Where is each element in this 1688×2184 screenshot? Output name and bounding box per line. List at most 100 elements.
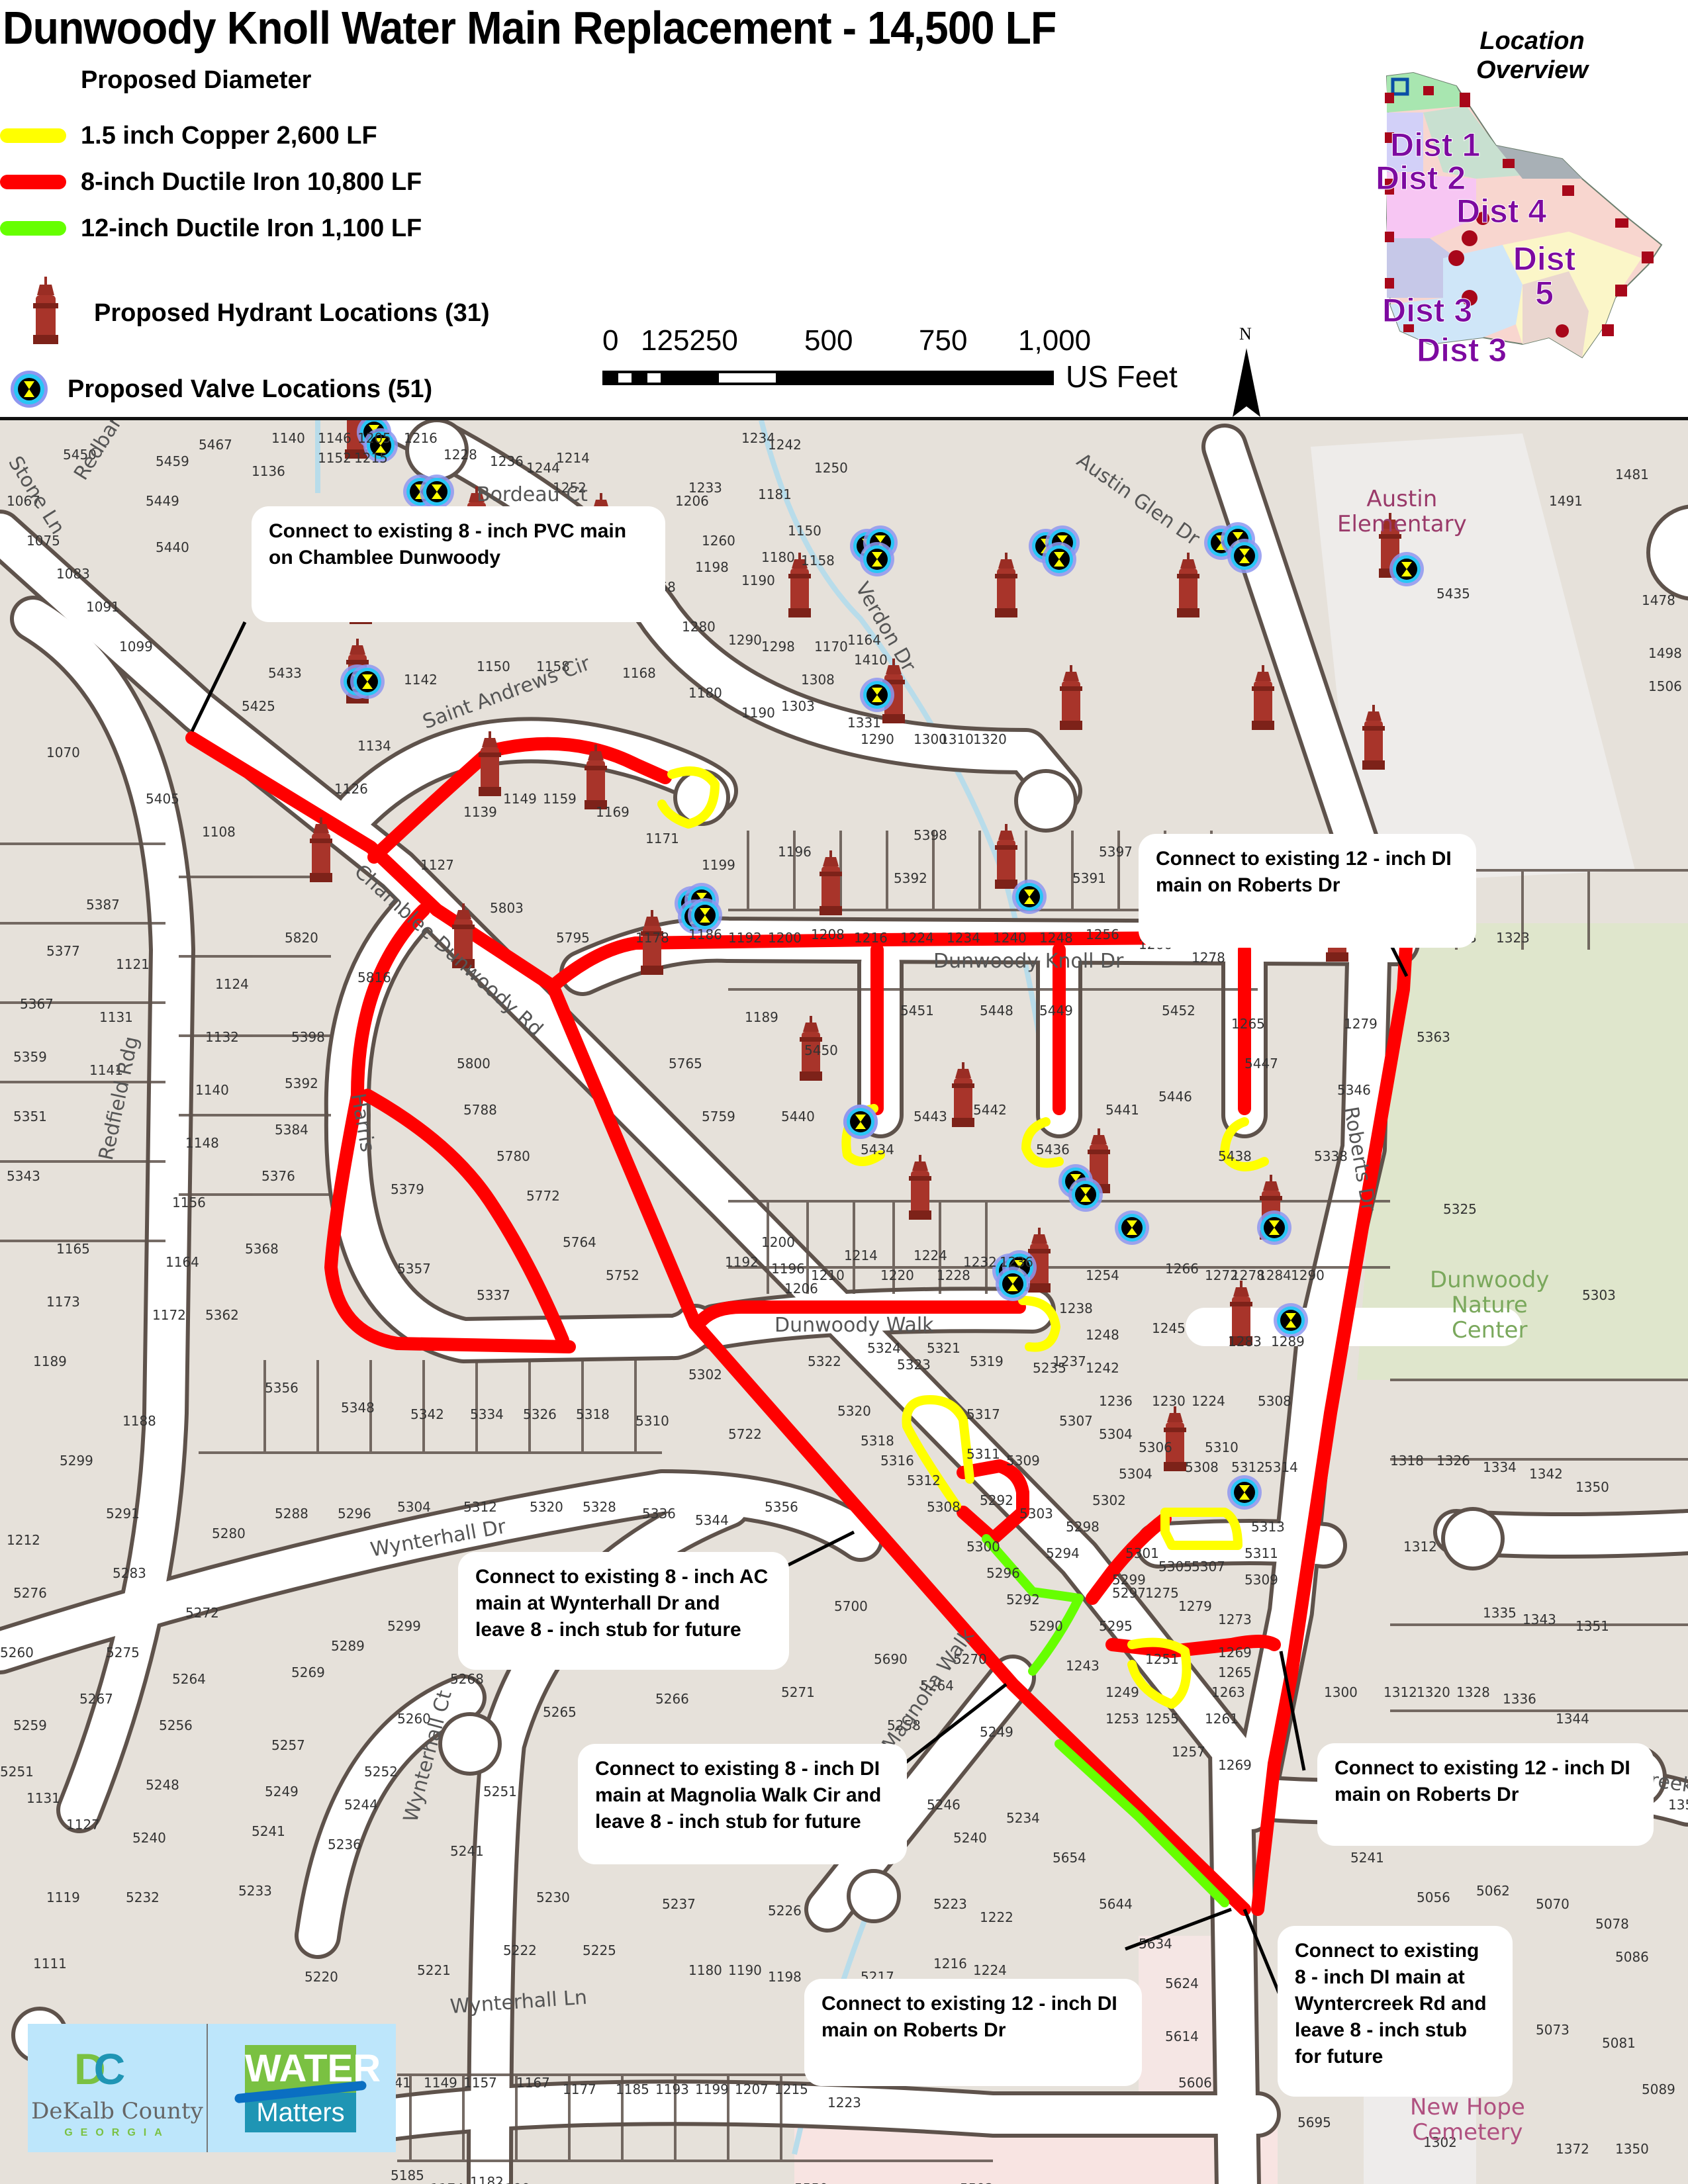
hydrant-icon[interactable] xyxy=(788,553,811,617)
valve-icon[interactable] xyxy=(996,1267,1030,1301)
callout-magnolia-walk-di: Connect to existing 8 - inch DI main at … xyxy=(578,1744,907,1864)
parcel-number: 1232 xyxy=(963,1254,997,1270)
parcel-number: 5312 xyxy=(907,1473,941,1488)
valve-icon[interactable] xyxy=(1068,1177,1103,1212)
parcel-number: 1275 xyxy=(1145,1585,1179,1601)
parcel-number: 5405 xyxy=(146,791,179,807)
parcel-number: 5235 xyxy=(1033,1360,1066,1376)
hydrant-icon[interactable] xyxy=(585,745,607,809)
map-title: Dunwoody Knoll Water Main Replacement - … xyxy=(3,2,1056,54)
hydrant-icon[interactable] xyxy=(452,903,475,968)
hydrant-icon[interactable] xyxy=(1362,705,1385,770)
callout-roberts-dr-east: Connect to existing 12 - inch DI main on… xyxy=(1317,1743,1654,1846)
parcel-number: 5276 xyxy=(13,1585,47,1601)
hydrant-icon[interactable] xyxy=(1060,665,1082,730)
parcel-number: 1234 xyxy=(741,430,775,446)
parcel-number: 1410 xyxy=(854,652,888,668)
valve-icon[interactable] xyxy=(1012,880,1047,914)
hydrant-icon[interactable] xyxy=(1028,1228,1051,1293)
scale-tick-500: 500 xyxy=(804,324,853,357)
hydrant-icon[interactable] xyxy=(1177,553,1199,617)
scale-tick-125-250: 125250 xyxy=(641,324,738,357)
hydrant-icon[interactable] xyxy=(1252,665,1274,730)
overview-district-1: Dist 1 xyxy=(1389,126,1481,164)
hydrant-icon[interactable] xyxy=(1164,1406,1186,1471)
parcel-number: 1284 xyxy=(1258,1267,1291,1283)
parcel-number: 1331 xyxy=(847,715,881,731)
parcel-number: 1149 xyxy=(424,2075,457,2091)
parcel-number: 5320 xyxy=(530,1499,563,1515)
valve-icon[interactable] xyxy=(843,1105,878,1139)
parcel-number: 5294 xyxy=(1046,1545,1080,1561)
parcel-number: 1156 xyxy=(172,1195,206,1210)
parcel-number: 5780 xyxy=(496,1148,530,1164)
overview-title-line2: Overview xyxy=(1476,56,1588,84)
hydrant-icon[interactable] xyxy=(995,553,1017,617)
valve-icon[interactable] xyxy=(420,475,454,509)
parcel-number: 5280 xyxy=(212,1525,246,1541)
valve-icon[interactable] xyxy=(350,664,385,699)
hydrant-icon[interactable] xyxy=(479,731,501,796)
parcel-number: 5290 xyxy=(1029,1618,1063,1634)
parcel-number: 1196 xyxy=(778,844,812,860)
parcel-number: 5264 xyxy=(172,1671,206,1687)
hydrant-icon[interactable] xyxy=(1230,1281,1252,1345)
parcel-number: 5459 xyxy=(156,453,189,469)
valve-icon[interactable] xyxy=(860,542,894,576)
hydrant-icon xyxy=(33,277,58,344)
legend-hydrant-label: Proposed Hydrant Locations (31) xyxy=(94,298,490,327)
parcel-number: 5310 xyxy=(1205,1439,1239,1455)
hydrant-icon[interactable] xyxy=(820,850,842,915)
scale-tick-1000: 1,000 xyxy=(1018,324,1092,357)
parcel-number: 1174 xyxy=(430,2181,464,2184)
valve-icon[interactable] xyxy=(363,428,398,463)
parcel-number: 1216 xyxy=(404,430,438,446)
parcel-number: 5377 xyxy=(46,943,80,959)
parcel-number: 1269 xyxy=(1218,1645,1252,1661)
valve-icon[interactable] xyxy=(1227,1475,1262,1510)
parcel-number: 5304 xyxy=(1099,1426,1133,1442)
parcel-number: 1251 xyxy=(1145,1651,1179,1667)
parcel-number: 5308 xyxy=(1258,1393,1291,1409)
parcel-number: 5722 xyxy=(728,1426,762,1442)
parcel-number: 1278 xyxy=(1231,1267,1265,1283)
valve-icon[interactable] xyxy=(1257,1210,1291,1245)
parcel-number: 5288 xyxy=(275,1506,308,1522)
hydrant-icon[interactable] xyxy=(909,1155,931,1220)
hydrant-icon[interactable] xyxy=(310,817,332,882)
parcel-number: 1224 xyxy=(973,1962,1007,1978)
parcel-number: 5690 xyxy=(874,1651,908,1667)
parcel-number: 5292 xyxy=(980,1492,1013,1508)
callout-wynterhall-dr-ac: Connect to existing 8 - inch AC main at … xyxy=(458,1552,789,1670)
hydrant-icon[interactable] xyxy=(800,1016,822,1081)
parcel-number: 1150 xyxy=(788,523,821,539)
parcel-number: 5299 xyxy=(60,1453,93,1469)
valve-icon[interactable] xyxy=(860,678,894,712)
valve-icon[interactable] xyxy=(1274,1303,1308,1338)
hydrant-icon[interactable] xyxy=(995,824,1017,889)
parcel-number: 5310 xyxy=(635,1413,669,1429)
parcel-number: 5056 xyxy=(1417,1889,1450,1905)
valve-icon[interactable] xyxy=(1042,542,1076,576)
valve-icon[interactable] xyxy=(688,898,722,933)
parcel-number: 5318 xyxy=(861,1433,894,1449)
parcel-number: 1198 xyxy=(768,1969,802,1985)
parcel-number: 1335 xyxy=(1483,1605,1517,1621)
valve-icon[interactable] xyxy=(1227,539,1262,573)
valve-icon[interactable] xyxy=(1389,552,1424,586)
parcel-number: 1230 xyxy=(1152,1393,1186,1409)
parcel-number: 5398 xyxy=(914,827,947,843)
parcel-number: 1249 xyxy=(1105,1684,1139,1700)
parcel-number: 5185 xyxy=(391,2167,424,2183)
parcel-number: 5362 xyxy=(205,1307,239,1323)
parcel-number: 5449 xyxy=(146,493,179,509)
valve-icon[interactable] xyxy=(1115,1210,1149,1245)
parcel-number: 1308 xyxy=(801,672,835,688)
hydrant-icon[interactable] xyxy=(952,1062,974,1127)
legend-ductile12: 12-inch Ductile Iron 1,100 LF xyxy=(0,212,422,245)
parcel-number: 5447 xyxy=(1244,1056,1278,1071)
parcel-number: 5326 xyxy=(523,1406,557,1422)
parcel-number: 5086 xyxy=(1615,1949,1649,1965)
hydrant-icon[interactable] xyxy=(641,910,663,975)
